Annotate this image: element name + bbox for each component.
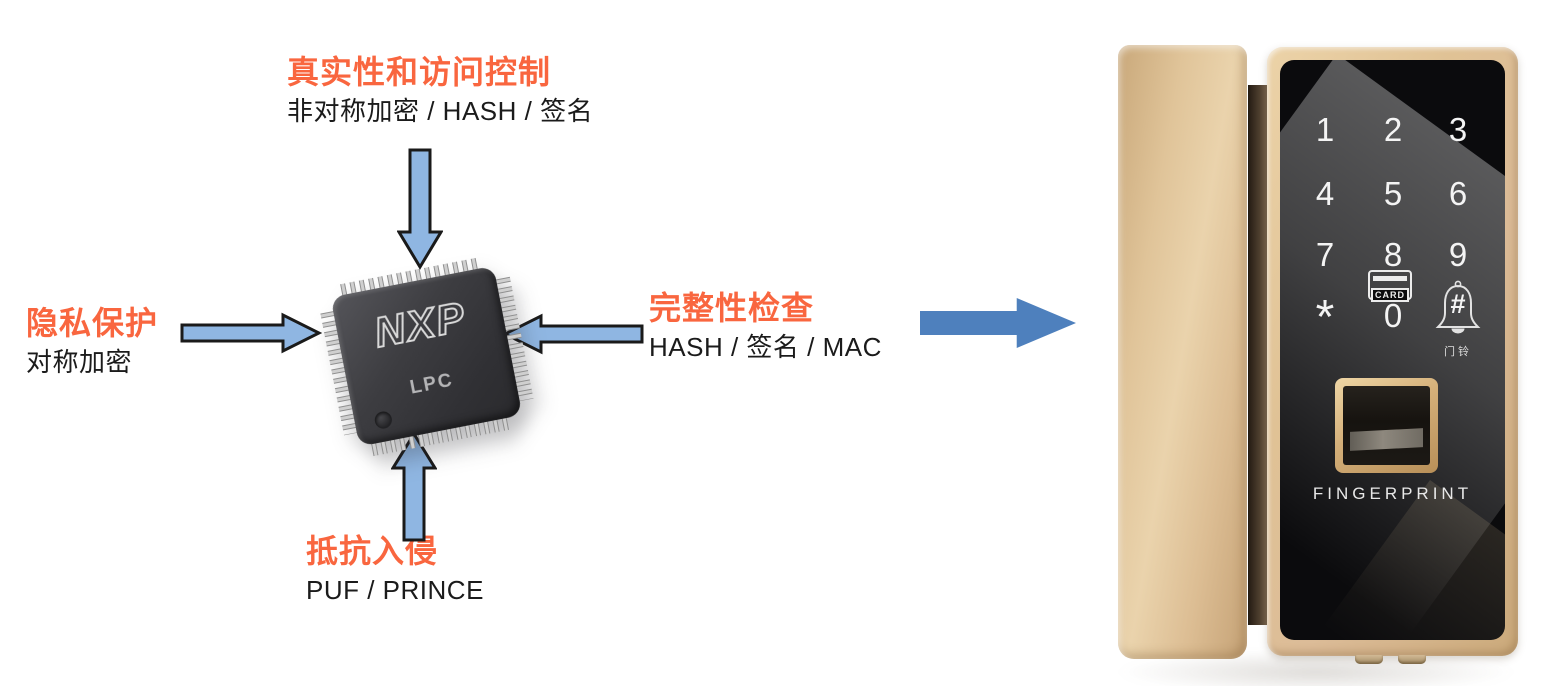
keypad-key-1: 1 — [1315, 111, 1335, 148]
label-integrity-title: 完整性检查 — [649, 290, 815, 326]
fingerprint-scanner — [1335, 378, 1438, 473]
arrow-up-icon — [391, 431, 437, 542]
card-icon-stripe — [1373, 276, 1407, 281]
chip-package: NXP LPC — [304, 245, 551, 473]
keypad-key-6: 6 — [1448, 175, 1468, 212]
label-privacy-subtitle: 对称加密 — [26, 346, 133, 377]
fingerprint-window-glare — [1349, 428, 1424, 452]
lock-front-unit: 1 2 3 4 5 6 7 8 9 * 0 CARD — [1267, 47, 1518, 664]
lock-bottom-tab-left — [1355, 655, 1383, 664]
label-integrity: 完整性检查 HASH / 签名 / MAC — [649, 288, 882, 364]
label-authenticity: 真实性和访问控制 非对称加密 / HASH / 签名 — [287, 52, 593, 128]
label-authenticity-subtitle: 非对称加密 / HASH / 签名 — [287, 95, 594, 126]
nxp-chip: NXP LPC — [320, 257, 535, 457]
keypad-key-8: 8 — [1383, 236, 1403, 273]
label-integrity-subtitle: HASH / 签名 / MAC — [649, 331, 882, 362]
keypad-key-4: 4 — [1315, 175, 1335, 212]
keypad-key-7: 7 — [1315, 236, 1335, 273]
keypad-key-5: 5 — [1383, 175, 1403, 212]
doorbell-icon: # — [1434, 279, 1482, 339]
label-authenticity-title: 真实性和访问控制 — [287, 54, 552, 90]
keypad-key-star: * — [1315, 291, 1335, 344]
keypad-key-hash: # — [1450, 289, 1466, 319]
keypad-key-3: 3 — [1448, 111, 1468, 148]
keypad-key-0: 0 — [1383, 297, 1403, 334]
big-arrow-right-icon — [920, 298, 1076, 348]
lock-touch-panel: 1 2 3 4 5 6 7 8 9 * 0 CARD — [1280, 60, 1505, 640]
nxp-logo-text: NXP — [370, 292, 470, 356]
nxp-logo: NXP — [369, 291, 471, 357]
arrow-left-icon — [502, 313, 644, 355]
smart-lock-photo: 1 2 3 4 5 6 7 8 9 * 0 CARD — [1106, 28, 1546, 686]
lock-bottom-tab-right — [1398, 655, 1426, 664]
fingerprint-window — [1343, 386, 1430, 465]
keypad-key-9: 9 — [1448, 236, 1468, 273]
arrow-down-icon — [397, 148, 443, 270]
doorbell-label: 门铃 — [1444, 346, 1472, 358]
label-tamper-subtitle: PUF / PRINCE — [306, 574, 484, 605]
lock-back-bar — [1118, 45, 1247, 659]
label-privacy: 隐私保护 对称加密 — [26, 303, 158, 379]
label-privacy-title: 隐私保护 — [26, 305, 159, 341]
fingerprint-label: FINGERPRINT — [1312, 484, 1473, 503]
arrow-right-icon — [180, 312, 322, 354]
chip-body: NXP LPC — [330, 265, 523, 447]
card-icon-label: CARD — [1371, 288, 1409, 302]
card-icon: CARD — [1368, 270, 1412, 302]
keypad-key-2: 2 — [1383, 111, 1403, 148]
doorbell-bell-outline — [1435, 280, 1481, 334]
chip-series-label: LPC — [408, 369, 456, 399]
chip-pin1-dot — [373, 410, 394, 431]
